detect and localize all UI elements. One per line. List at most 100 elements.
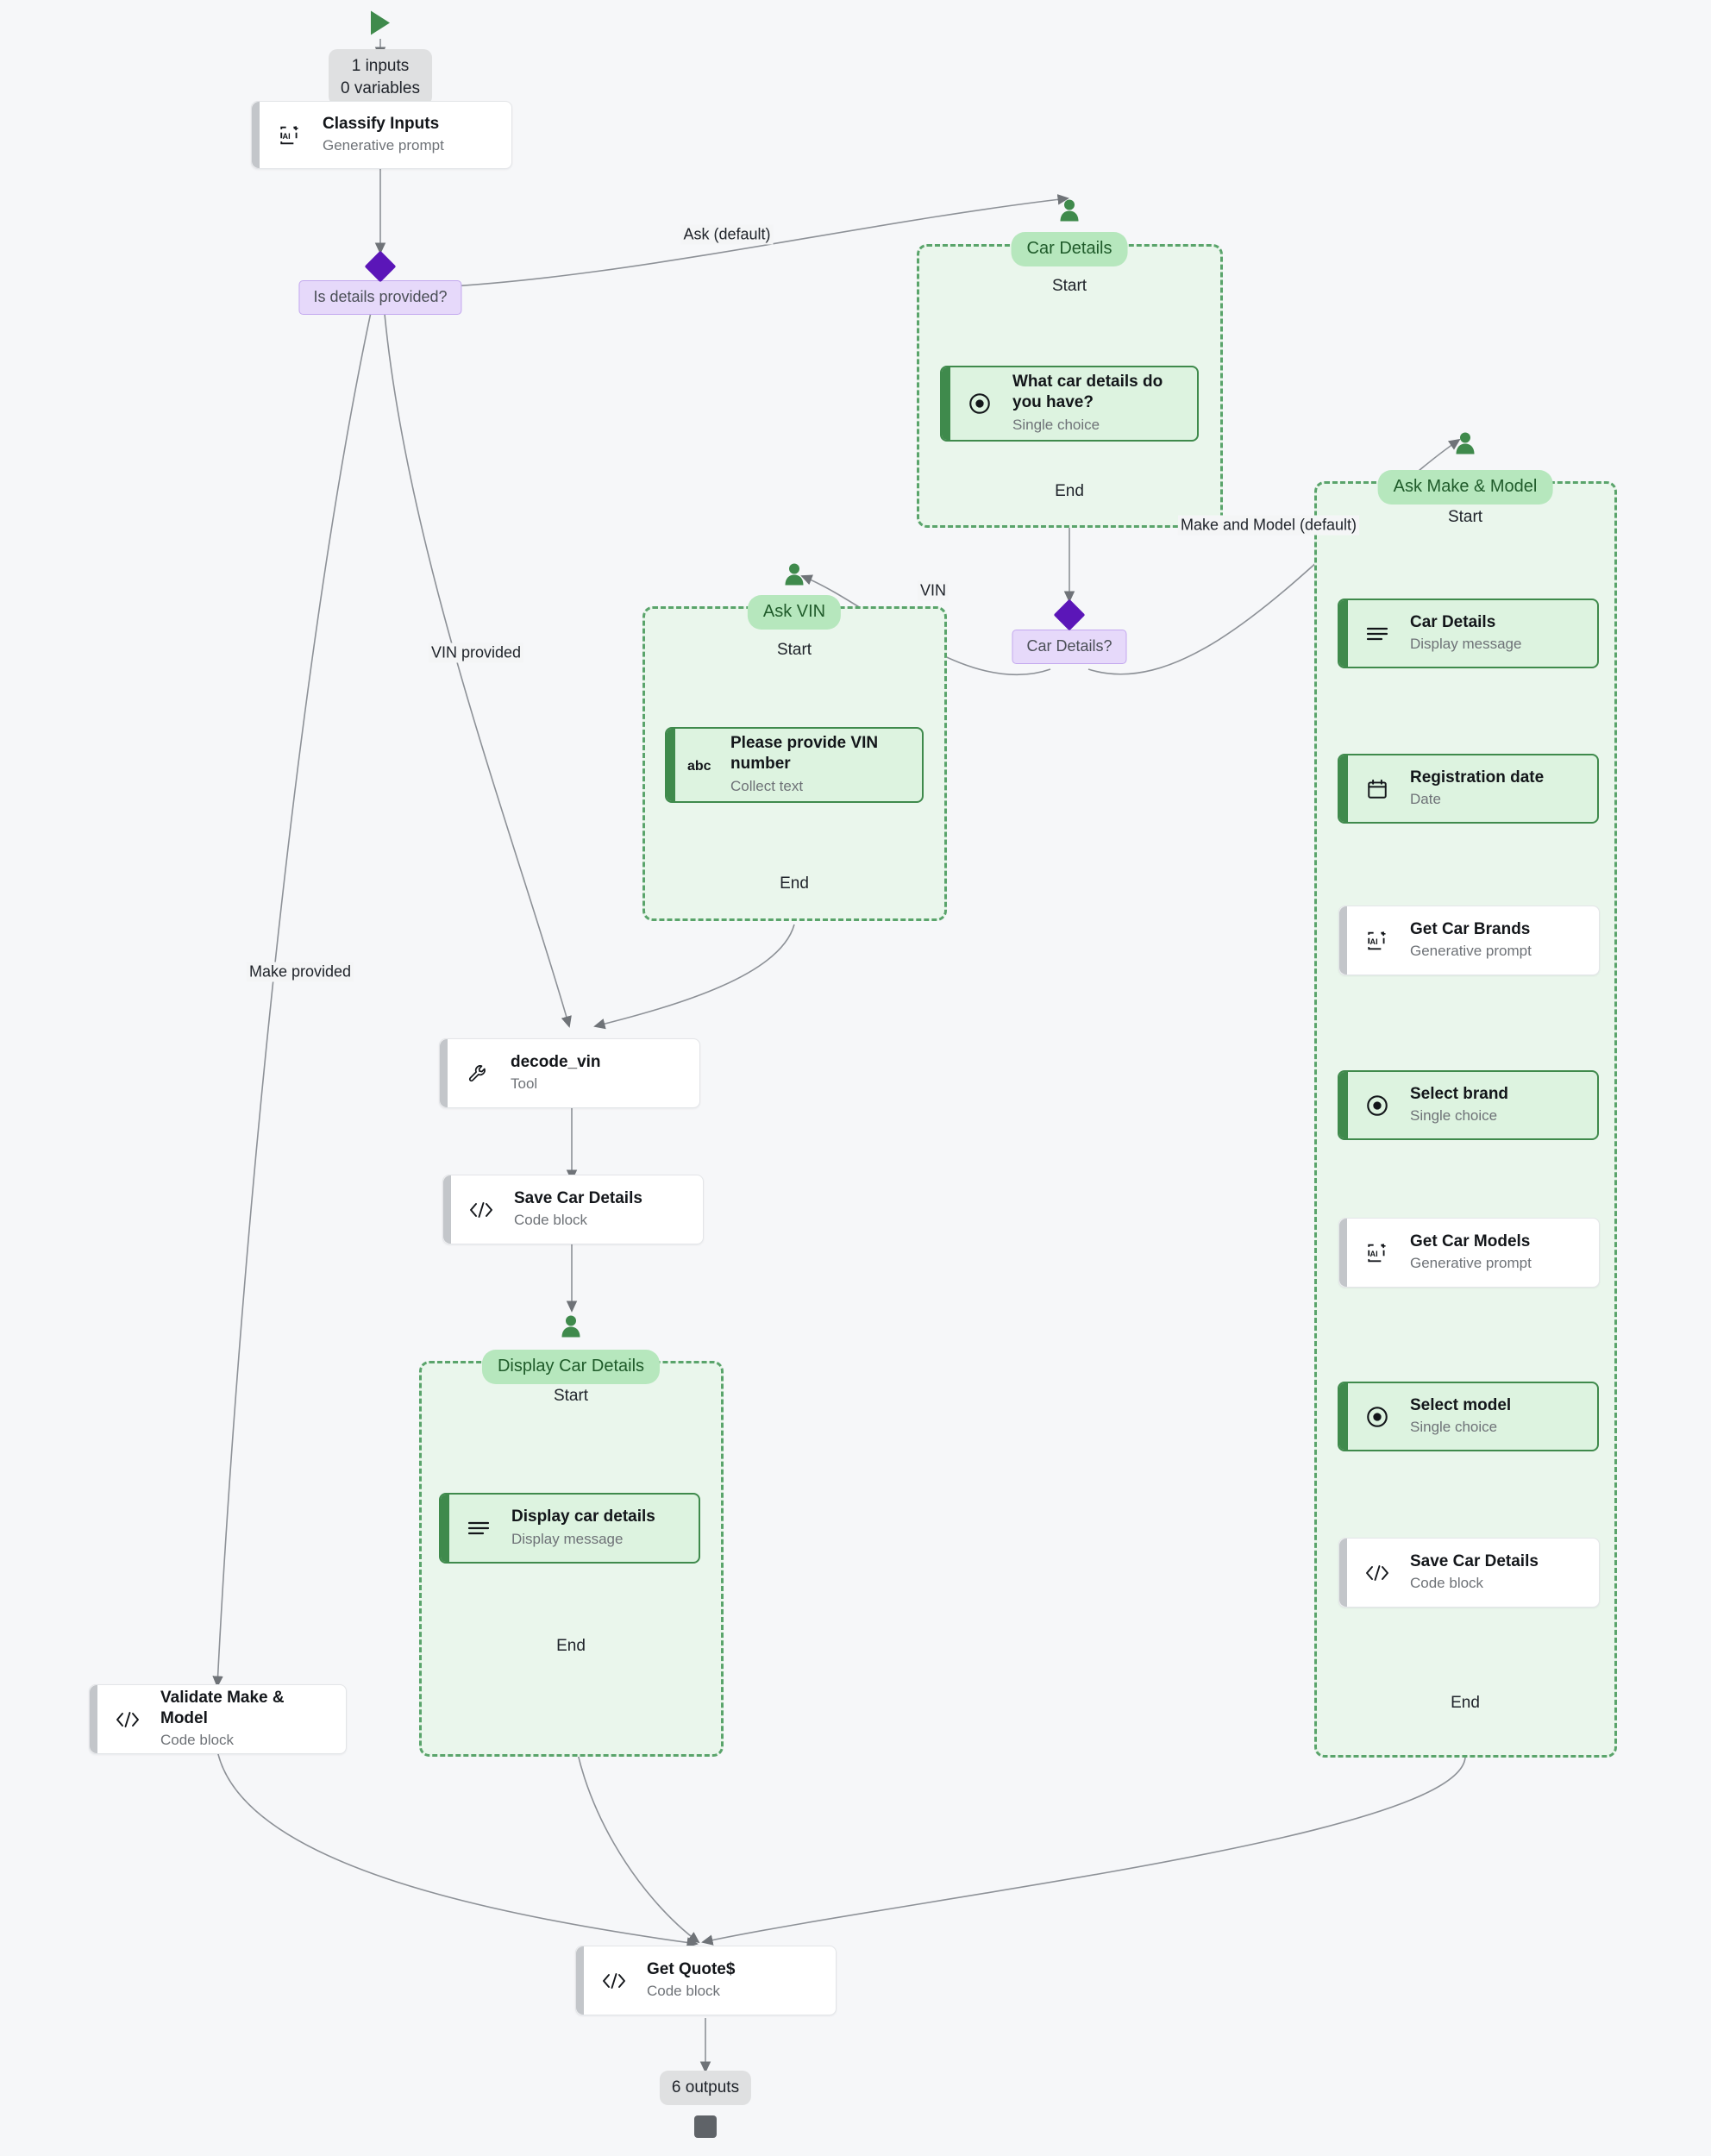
- node-subtitle: Collect text: [730, 777, 804, 794]
- node-subtitle: Display message: [1410, 636, 1522, 653]
- subgraph-ask-vin-title: Ask VIN: [747, 595, 842, 630]
- svg-text:AI: AI: [283, 131, 291, 140]
- node-accent-bar: [443, 1175, 451, 1244]
- code-icon: [595, 1971, 633, 1990]
- node-accent-bar: [1339, 1539, 1347, 1607]
- node-title: Save Car Details: [514, 1188, 642, 1207]
- node-decode-vin[interactable]: decode_vin Tool: [439, 1038, 700, 1108]
- edge-label-ask-default: Ask (default): [680, 224, 774, 245]
- node-please-provide-vin[interactable]: abc Please provide VIN number Collect te…: [665, 727, 924, 803]
- node-title: Save Car Details: [1410, 1551, 1539, 1570]
- abc-icon: abc: [686, 756, 724, 774]
- subgraph-ask-vin-start-label: Start: [776, 641, 812, 659]
- edge-label-vin: VIN: [917, 580, 950, 601]
- node-accent-bar: [1339, 1072, 1348, 1138]
- node-select-model[interactable]: Select model Single choice: [1338, 1382, 1599, 1451]
- subgraph-car-details-end-label: End: [1055, 482, 1084, 500]
- node-accent-bar: [576, 1946, 584, 2015]
- node-title: Get Quote$: [647, 1959, 736, 1978]
- node-accent-bar: [667, 729, 675, 801]
- user-icon: [559, 1314, 583, 1343]
- node-title: Validate Make & Model: [160, 1688, 285, 1727]
- node-subtitle: Single choice: [1410, 1107, 1498, 1125]
- svg-text:AI: AI: [1370, 1249, 1378, 1257]
- node-accent-bar: [1339, 906, 1347, 975]
- node-mm-save-car-details[interactable]: Save Car Details Code block: [1338, 1538, 1600, 1608]
- user-icon: [782, 562, 806, 591]
- edge-label-make-and-model-default: Make and Model (default): [1177, 515, 1360, 536]
- subgraph-car-details-title: Car Details: [1011, 232, 1128, 266]
- node-subtitle: Code block: [1410, 1575, 1484, 1592]
- lines-icon: [1358, 624, 1396, 643]
- node-mm-car-details[interactable]: Car Details Display message: [1338, 599, 1599, 668]
- user-icon: [1057, 198, 1081, 227]
- node-title: decode_vin: [511, 1052, 601, 1071]
- node-validate-make-model[interactable]: Validate Make & Model Code block: [89, 1684, 347, 1754]
- play-triangle-icon: [369, 10, 392, 41]
- node-accent-bar: [1339, 1219, 1347, 1287]
- node-subtitle: Generative prompt: [1410, 1255, 1532, 1272]
- node-title: Classify Inputs: [323, 114, 440, 133]
- node-select-brand[interactable]: Select brand Single choice: [1338, 1070, 1599, 1140]
- node-title: Select brand: [1410, 1084, 1509, 1103]
- radio-button-icon: [1358, 1094, 1396, 1118]
- node-title: Registration date: [1410, 768, 1545, 787]
- node-title: Select model: [1410, 1395, 1512, 1414]
- subgraph-display-end-label: End: [556, 1637, 586, 1655]
- node-subtitle: Generative prompt: [1410, 943, 1532, 960]
- wrench-icon: [459, 1063, 497, 1084]
- subgraph-display-title: Display Car Details: [481, 1350, 661, 1384]
- edge-label-vin-provided: VIN provided: [428, 642, 524, 663]
- node-subtitle: Code block: [514, 1212, 588, 1229]
- node-save-car-details[interactable]: Save Car Details Code block: [442, 1175, 704, 1244]
- subgraph-car-details-start-label: Start: [1051, 277, 1087, 295]
- stop-square-icon: [694, 2115, 717, 2138]
- ai-prompt-icon: AI: [1358, 930, 1396, 952]
- node-accent-bar: [1339, 600, 1348, 667]
- node-accent-bar: [440, 1039, 448, 1107]
- decision-diamond-car-details[interactable]: [1053, 599, 1086, 631]
- node-subtitle: Single choice: [1012, 416, 1100, 433]
- node-title: What car details do you have?: [1012, 373, 1163, 412]
- node-title: Car Details: [1410, 612, 1496, 631]
- node-accent-bar: [441, 1495, 449, 1562]
- node-accent-bar: [90, 1685, 97, 1753]
- node-accent-bar: [1339, 1383, 1348, 1450]
- inputs-chip: 1 inputs 0 variables: [329, 49, 432, 106]
- calendar-icon: [1358, 778, 1396, 800]
- node-subtitle: Code block: [647, 1983, 721, 2000]
- node-get-car-brands[interactable]: AI Get Car Brands Generative prompt: [1338, 906, 1600, 975]
- radio-button-icon: [1358, 1405, 1396, 1429]
- node-subtitle: Code block: [160, 1732, 235, 1749]
- node-get-car-models[interactable]: AI Get Car Models Generative prompt: [1338, 1218, 1600, 1288]
- node-title: Display car details: [511, 1507, 655, 1526]
- node-subtitle: Tool: [511, 1075, 538, 1093]
- decision-diamond-is-details-provided[interactable]: [364, 250, 397, 283]
- code-icon: [1358, 1564, 1396, 1583]
- subgraph-ask-make-model-title: Ask Make & Model: [1377, 470, 1553, 505]
- decision-label-is-details-provided[interactable]: Is details provided?: [298, 280, 462, 315]
- edge-label-make-provided: Make provided: [246, 962, 354, 982]
- code-icon: [462, 1200, 500, 1219]
- lines-icon: [460, 1519, 498, 1538]
- decision-label-car-details[interactable]: Car Details?: [1012, 630, 1127, 664]
- ai-prompt-icon: AI: [1358, 1242, 1396, 1264]
- user-icon: [1453, 431, 1477, 460]
- ai-prompt-icon: AI: [271, 124, 309, 147]
- node-accent-bar: [942, 367, 950, 440]
- node-classify-inputs[interactable]: AI Classify Inputs Generative prompt: [251, 101, 512, 169]
- subgraph-ask-make-model-end-label: End: [1451, 1694, 1480, 1712]
- subgraph-display-start-label: Start: [553, 1387, 589, 1405]
- node-display-car-details[interactable]: Display car details Display message: [439, 1493, 700, 1564]
- node-title: Please provide VIN number: [730, 734, 879, 774]
- node-subtitle: Generative prompt: [323, 137, 444, 154]
- node-get-quote[interactable]: Get Quote$ Code block: [575, 1946, 837, 2015]
- node-what-car-details[interactable]: What car details do you have? Single cho…: [940, 366, 1199, 442]
- code-icon: [109, 1710, 147, 1729]
- node-subtitle: Display message: [511, 1530, 624, 1547]
- subgraph-ask-vin-end-label: End: [780, 874, 809, 893]
- subgraph-ask-make-model-start-label: Start: [1447, 508, 1483, 526]
- node-subtitle: Single choice: [1410, 1419, 1498, 1436]
- node-registration-date[interactable]: Registration date Date: [1338, 754, 1599, 824]
- node-title: Get Car Models: [1410, 1232, 1531, 1250]
